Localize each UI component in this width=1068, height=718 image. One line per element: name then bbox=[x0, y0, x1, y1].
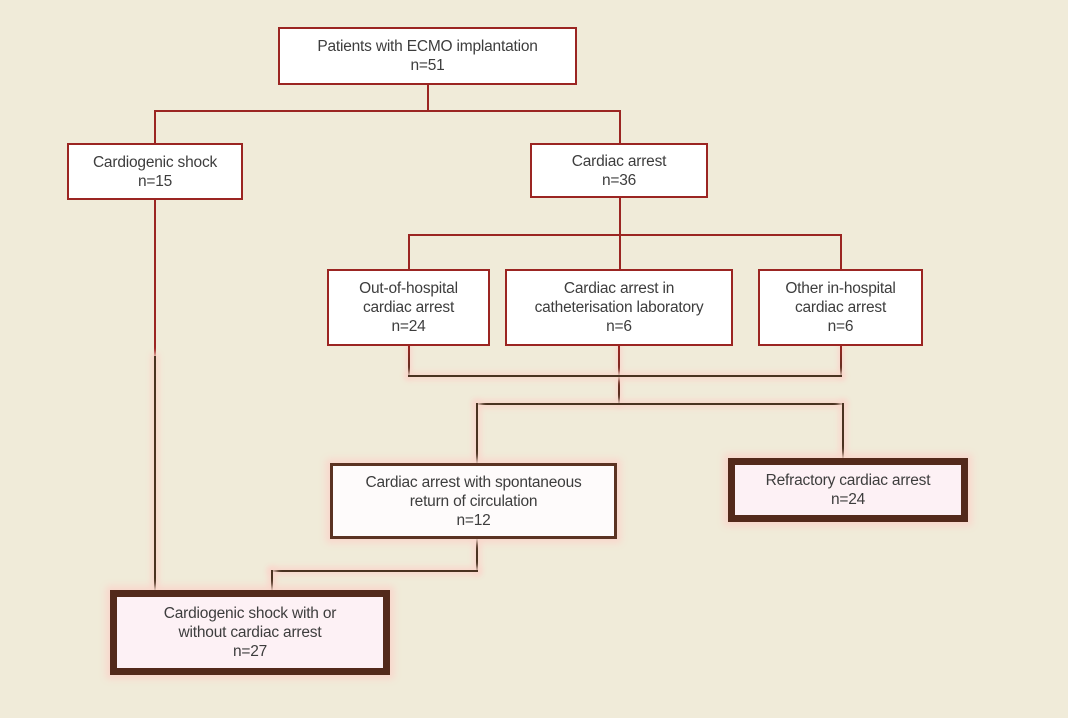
node-cardiac-arrest-rosc: Cardiac arrest with spontaneous return o… bbox=[330, 463, 617, 539]
connector-level2-horizontal bbox=[408, 234, 842, 236]
connector-rosc-down bbox=[476, 539, 478, 572]
node-label: return of circulation bbox=[409, 492, 538, 510]
node-label: Cardiogenic shock with or bbox=[163, 605, 337, 622]
connector-cardiac-arrest-down bbox=[619, 198, 621, 236]
connector-to-cardiogenic-shock bbox=[154, 110, 156, 143]
node-label: catheterisation laboratory bbox=[534, 299, 704, 316]
connector-cardiogenic-shock-down-red bbox=[154, 200, 156, 356]
connector-merge2-horizontal bbox=[476, 403, 844, 405]
node-count: n=6 bbox=[606, 318, 632, 335]
connector-to-cardiac-arrest bbox=[619, 110, 621, 143]
node-label: Refractory cardiac arrest bbox=[765, 472, 931, 489]
node-patients-ecmo: Patients with ECMO implantation n=51 bbox=[278, 27, 577, 85]
connector-to-bottom-box bbox=[271, 570, 273, 592]
node-label: Out-of-hospital bbox=[359, 280, 458, 297]
node-label: Other in-hospital bbox=[785, 280, 896, 297]
node-cardiac-arrest: Cardiac arrest n=36 bbox=[530, 143, 708, 198]
connector-merge1-horizontal bbox=[408, 375, 842, 377]
node-label: cardiac arrest bbox=[794, 299, 887, 316]
node-label: Cardiac arrest bbox=[571, 152, 667, 170]
node-count: n=15 bbox=[137, 172, 173, 190]
connector-to-rosc bbox=[476, 403, 478, 463]
node-count: n=36 bbox=[601, 171, 637, 189]
node-count: n=24 bbox=[830, 491, 866, 508]
node-count: n=6 bbox=[827, 318, 854, 335]
node-label: cardiac arrest bbox=[362, 299, 455, 316]
node-other-in-hospital-cardiac-arrest: Other in-hospital cardiac arrest n=6 bbox=[758, 269, 923, 346]
node-cardiac-arrest-cath-lab: Cardiac arrest in catheterisation labora… bbox=[505, 269, 733, 346]
node-label: without cardiac arrest bbox=[178, 624, 322, 641]
connector-out-of-hospital-down bbox=[408, 346, 410, 377]
connector-to-cath-lab bbox=[619, 234, 621, 269]
node-count: n=51 bbox=[410, 57, 445, 74]
connector-cardiogenic-shock-down-brown bbox=[154, 356, 156, 592]
node-cardiogenic-shock-with-or-without-arrest: Cardiogenic shock with or without cardia… bbox=[110, 590, 390, 675]
connector-to-other-in-hospital bbox=[840, 234, 842, 269]
connector-to-refractory bbox=[842, 403, 844, 458]
connector-rosc-horizontal bbox=[271, 570, 478, 572]
node-out-of-hospital-cardiac-arrest: Out-of-hospital cardiac arrest n=24 bbox=[327, 269, 490, 346]
node-label: Cardiogenic shock bbox=[92, 153, 218, 171]
connector-to-out-of-hospital bbox=[408, 234, 410, 269]
connector-other-in-hospital-down bbox=[840, 346, 842, 377]
node-cardiogenic-shock: Cardiogenic shock n=15 bbox=[67, 143, 243, 200]
node-label: Patients with ECMO implantation bbox=[317, 38, 538, 55]
connector-patients-down bbox=[427, 85, 429, 112]
node-refractory-cardiac-arrest: Refractory cardiac arrest n=24 bbox=[728, 458, 968, 522]
node-label: Cardiac arrest in bbox=[563, 280, 675, 297]
node-count: n=12 bbox=[456, 511, 491, 529]
node-count: n=24 bbox=[391, 318, 426, 335]
node-count: n=27 bbox=[232, 643, 268, 660]
node-label: Cardiac arrest with spontaneous bbox=[365, 473, 582, 491]
connector-level1-horizontal bbox=[154, 110, 621, 112]
